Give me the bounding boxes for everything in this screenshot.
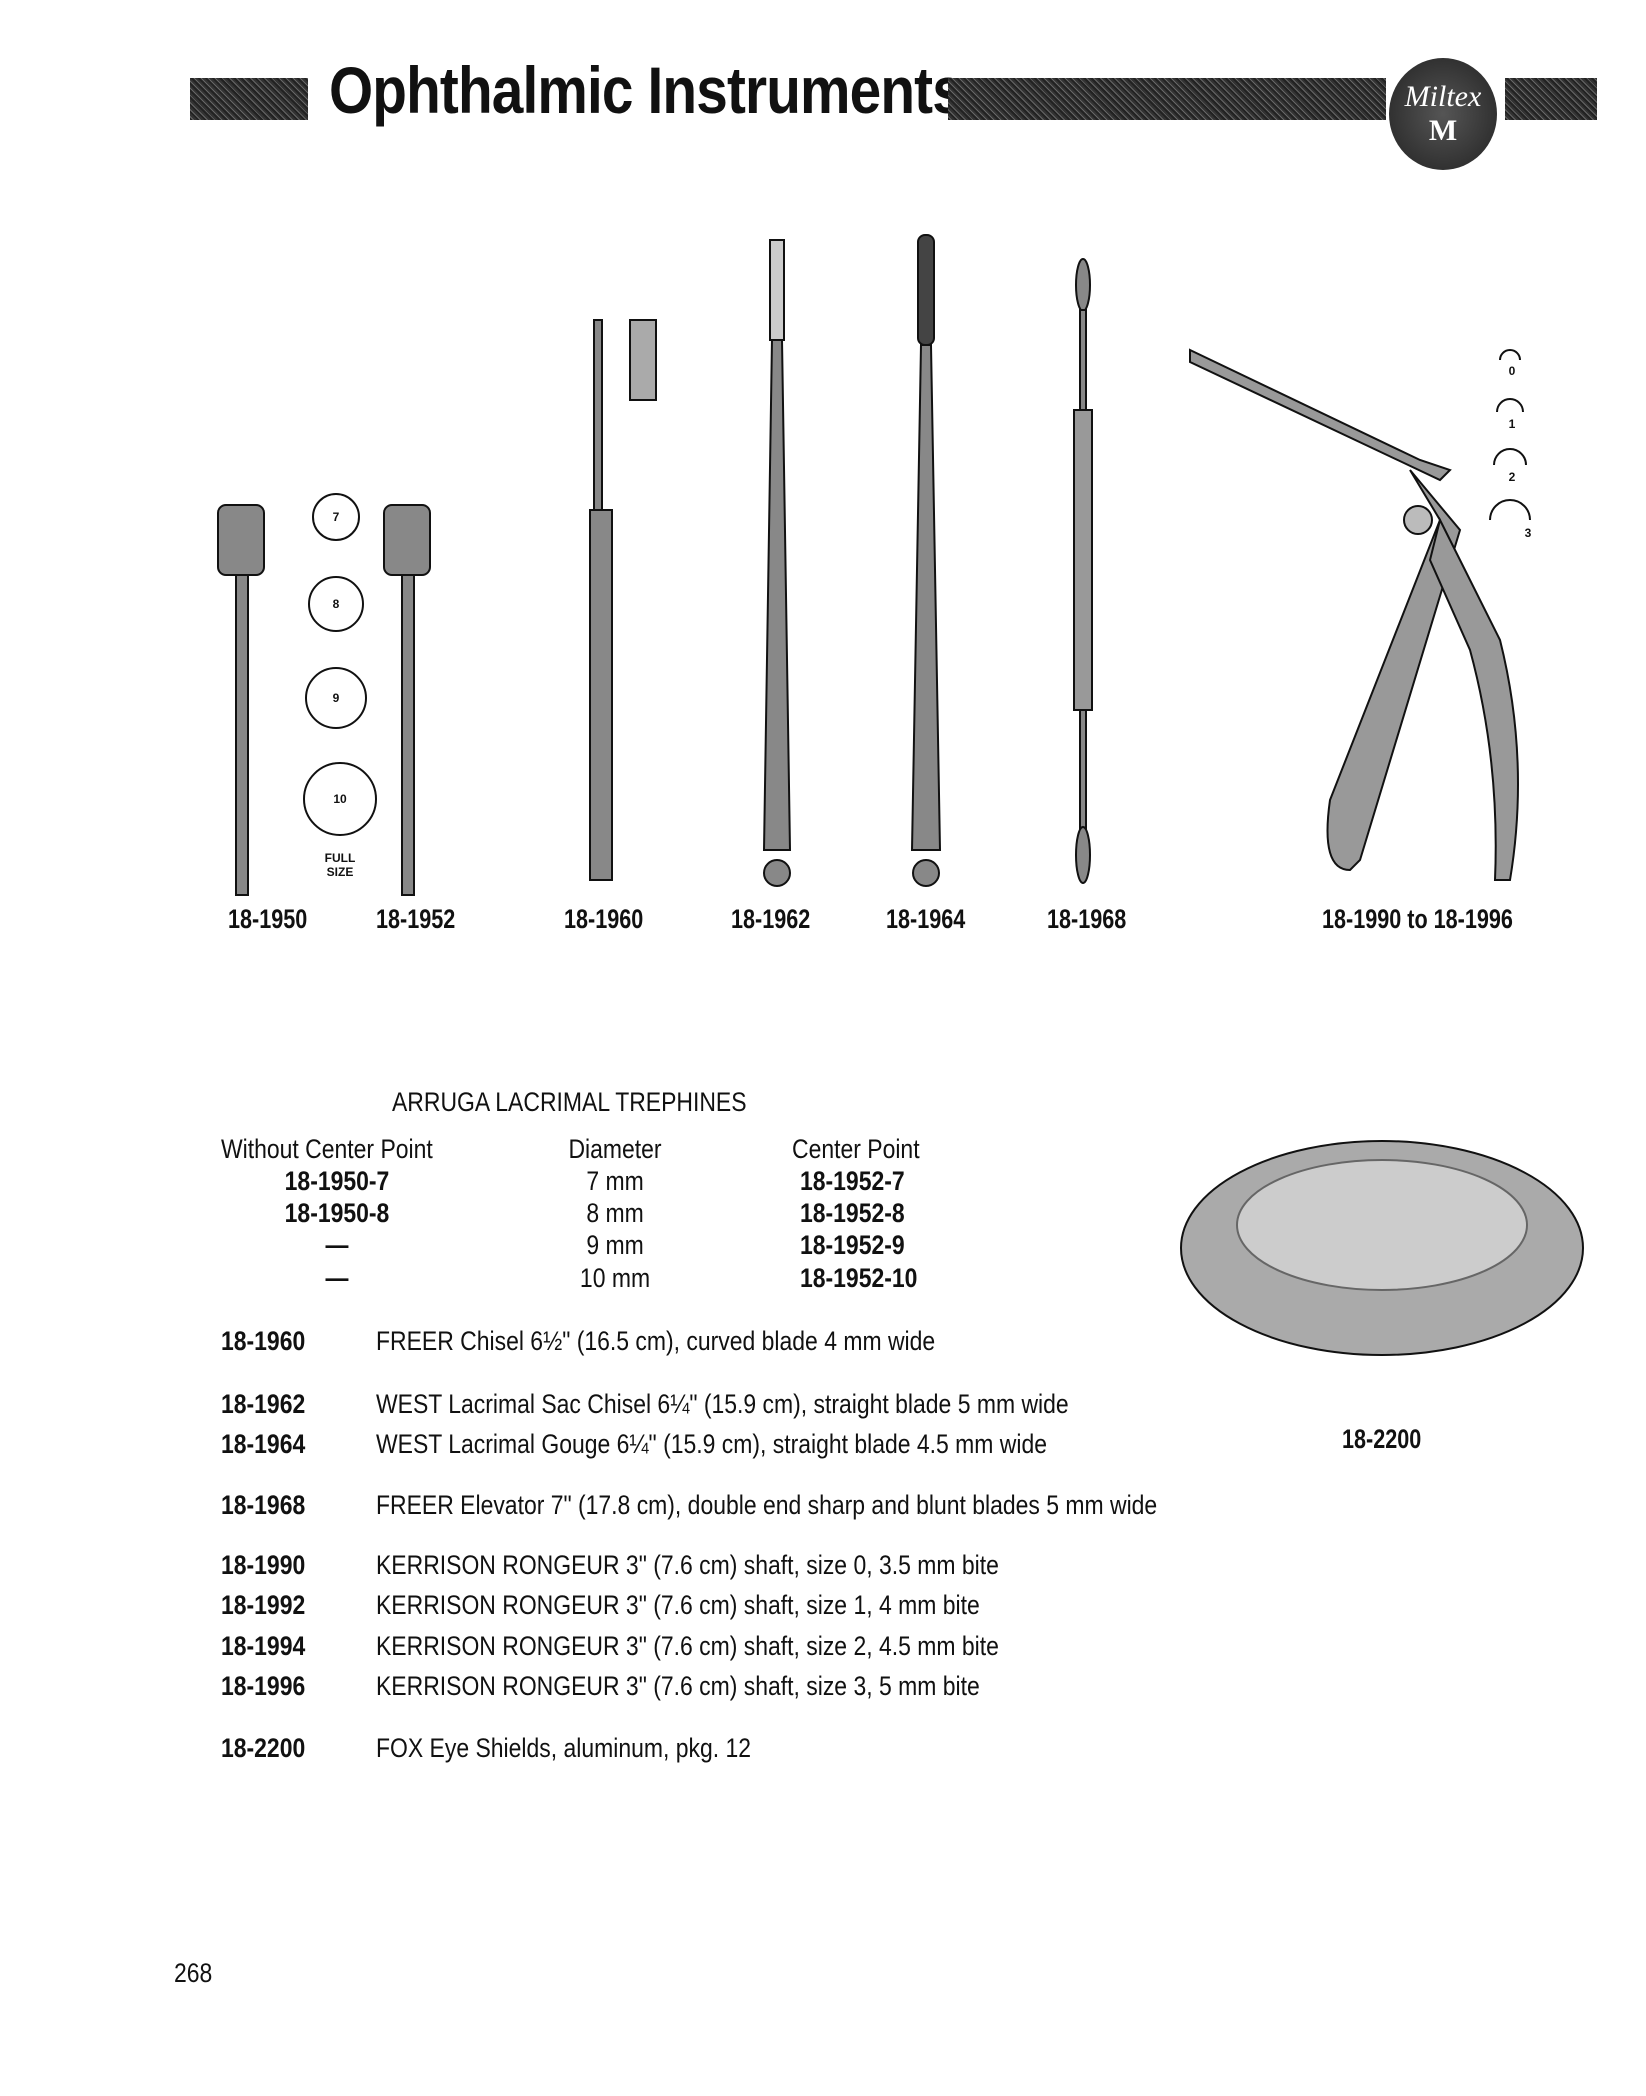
trephine-size-10: 10 [333, 792, 347, 806]
item-code: 18-2200 [221, 1733, 306, 1763]
instrument-label: 18-1952 [376, 904, 456, 934]
page-title: Ophthalmic Instruments [329, 53, 964, 127]
item-code: 18-1962 [221, 1389, 306, 1419]
trephine-size-circles [303, 493, 377, 836]
eye-shield-illustration [1180, 1140, 1584, 1356]
column-header: Diameter [568, 1134, 662, 1164]
item-code: 18-1996 [221, 1671, 306, 1701]
instrument-label: 18-1968 [1047, 904, 1127, 934]
instrument-label: 18-1964 [886, 904, 966, 934]
item-desc: KERRISON RONGEUR 3" (7.6 cm) shaft, size… [376, 1590, 980, 1620]
table-cell: 10 mm [579, 1263, 651, 1293]
trephine-18-1950-illustration [217, 504, 265, 896]
column-header: Without Center Point [221, 1134, 433, 1164]
trephine-size-9: 9 [333, 691, 340, 705]
instrument-label: 18-1962 [731, 904, 811, 934]
item-code: 18-1994 [221, 1631, 306, 1661]
table-cell: 18-1950-7 [284, 1166, 390, 1196]
item-code: 18-1992 [221, 1590, 306, 1620]
rongeur-size-3: 3 [1525, 526, 1532, 540]
eye-shield-label: 18-2200 [1342, 1424, 1422, 1454]
table-cell: 8 mm [586, 1198, 644, 1228]
elevator-18-1968-illustration [1073, 258, 1093, 884]
gouge-18-1964-illustration [910, 234, 942, 887]
table-cell: 18-1952-8 [800, 1198, 905, 1228]
item-code: 18-1964 [221, 1429, 306, 1459]
item-code: 18-1968 [221, 1490, 306, 1520]
item-desc: WEST Lacrimal Sac Chisel 6¼" (15.9 cm), … [376, 1389, 1069, 1419]
header-bar-middle [948, 78, 1386, 120]
item-code: 18-1990 [221, 1550, 306, 1580]
rongeur-illustration [1189, 348, 1519, 881]
rongeur-bite-sizes [1489, 349, 1531, 521]
item-desc: KERRISON RONGEUR 3" (7.6 cm) shaft, size… [376, 1550, 999, 1580]
instrument-label: 18-1950 [228, 904, 308, 934]
table-cell: — [325, 1230, 349, 1260]
rongeur-size-0: 0 [1509, 364, 1516, 378]
instrument-label: 18-1960 [564, 904, 644, 934]
item-desc: FOX Eye Shields, aluminum, pkg. 12 [376, 1733, 752, 1763]
trephine-size-8: 8 [333, 597, 340, 611]
table-cell: 9 mm [586, 1230, 644, 1260]
trephines-heading: ARRUGA LACRIMAL TREPHINES [392, 1087, 747, 1117]
table-cell: — [325, 1263, 349, 1293]
table-cell: 18-1952-9 [800, 1230, 905, 1260]
column-header: Center Point [792, 1134, 920, 1164]
table-cell: 18-1952-10 [800, 1263, 918, 1293]
chisel-18-1962-illustration [762, 239, 792, 887]
table-cell: 18-1950-8 [284, 1198, 390, 1228]
item-desc: WEST Lacrimal Gouge 6¼" (15.9 cm), strai… [376, 1429, 1048, 1459]
item-code: 18-1960 [221, 1326, 306, 1356]
instrument-label: 18-1990 to 18-1996 [1322, 904, 1513, 934]
item-desc: KERRISON RONGEUR 3" (7.6 cm) shaft, size… [376, 1631, 999, 1661]
item-desc: FREER Elevator 7" (17.8 cm), double end … [376, 1490, 1158, 1520]
item-desc: FREER Chisel 6½" (16.5 cm), curved blade… [376, 1326, 936, 1356]
chisel-18-1960-illustration [589, 319, 657, 881]
item-desc: KERRISON RONGEUR 3" (7.6 cm) shaft, size… [376, 1671, 980, 1701]
header-bar-right [1505, 78, 1597, 120]
table-cell: 18-1952-7 [800, 1166, 905, 1196]
table-cell: 7 mm [586, 1166, 644, 1196]
trephine-size-7: 7 [333, 510, 340, 524]
header-bar-left [190, 78, 308, 120]
page-number: 268 [174, 1958, 213, 1988]
rongeur-size-2: 2 [1509, 470, 1516, 484]
rongeur-size-1: 1 [1509, 417, 1516, 431]
size-label: SIZE [327, 865, 354, 879]
trephine-18-1952-illustration [383, 504, 431, 896]
full-label: FULL [325, 851, 356, 865]
